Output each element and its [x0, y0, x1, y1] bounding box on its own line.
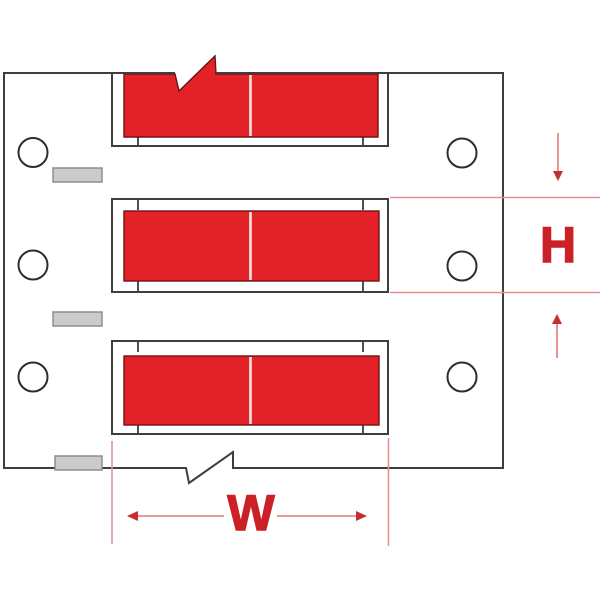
feed-hole: [446, 361, 478, 393]
sleeve-top: [111, 54, 389, 147]
dimension-height: H: [390, 133, 600, 358]
liner-mark: [52, 167, 103, 183]
feed-holes: [17, 137, 478, 393]
w-dimension-label: W: [227, 485, 275, 541]
dimension-width: W: [111, 438, 390, 546]
feed-hole: [446, 250, 478, 282]
w-arrow-right-head: [356, 511, 367, 521]
carrier-liner-outline: [3, 72, 504, 485]
label-divider: [249, 357, 252, 424]
sleeve-frame-ticks: [137, 342, 364, 433]
h-dimension-label: H: [540, 217, 576, 273]
h-arrow-up-head: [552, 314, 562, 324]
feed-hole: [446, 137, 478, 169]
liner-mark: [52, 311, 103, 327]
sleeve-middle: [111, 198, 389, 293]
label-divider: [249, 75, 252, 136]
label-divider: [249, 212, 252, 280]
sleeve-frame-ticks: [137, 137, 364, 146]
liner-mark: [54, 455, 103, 471]
feed-hole: [17, 137, 49, 168]
feed-hole: [17, 361, 49, 393]
feed-hole: [17, 249, 49, 281]
h-arrow-down-head: [553, 171, 563, 181]
sleeve-frame-ticks: [137, 200, 364, 291]
w-arrow-left-head: [127, 511, 138, 521]
sleeve-bottom: [111, 340, 389, 435]
